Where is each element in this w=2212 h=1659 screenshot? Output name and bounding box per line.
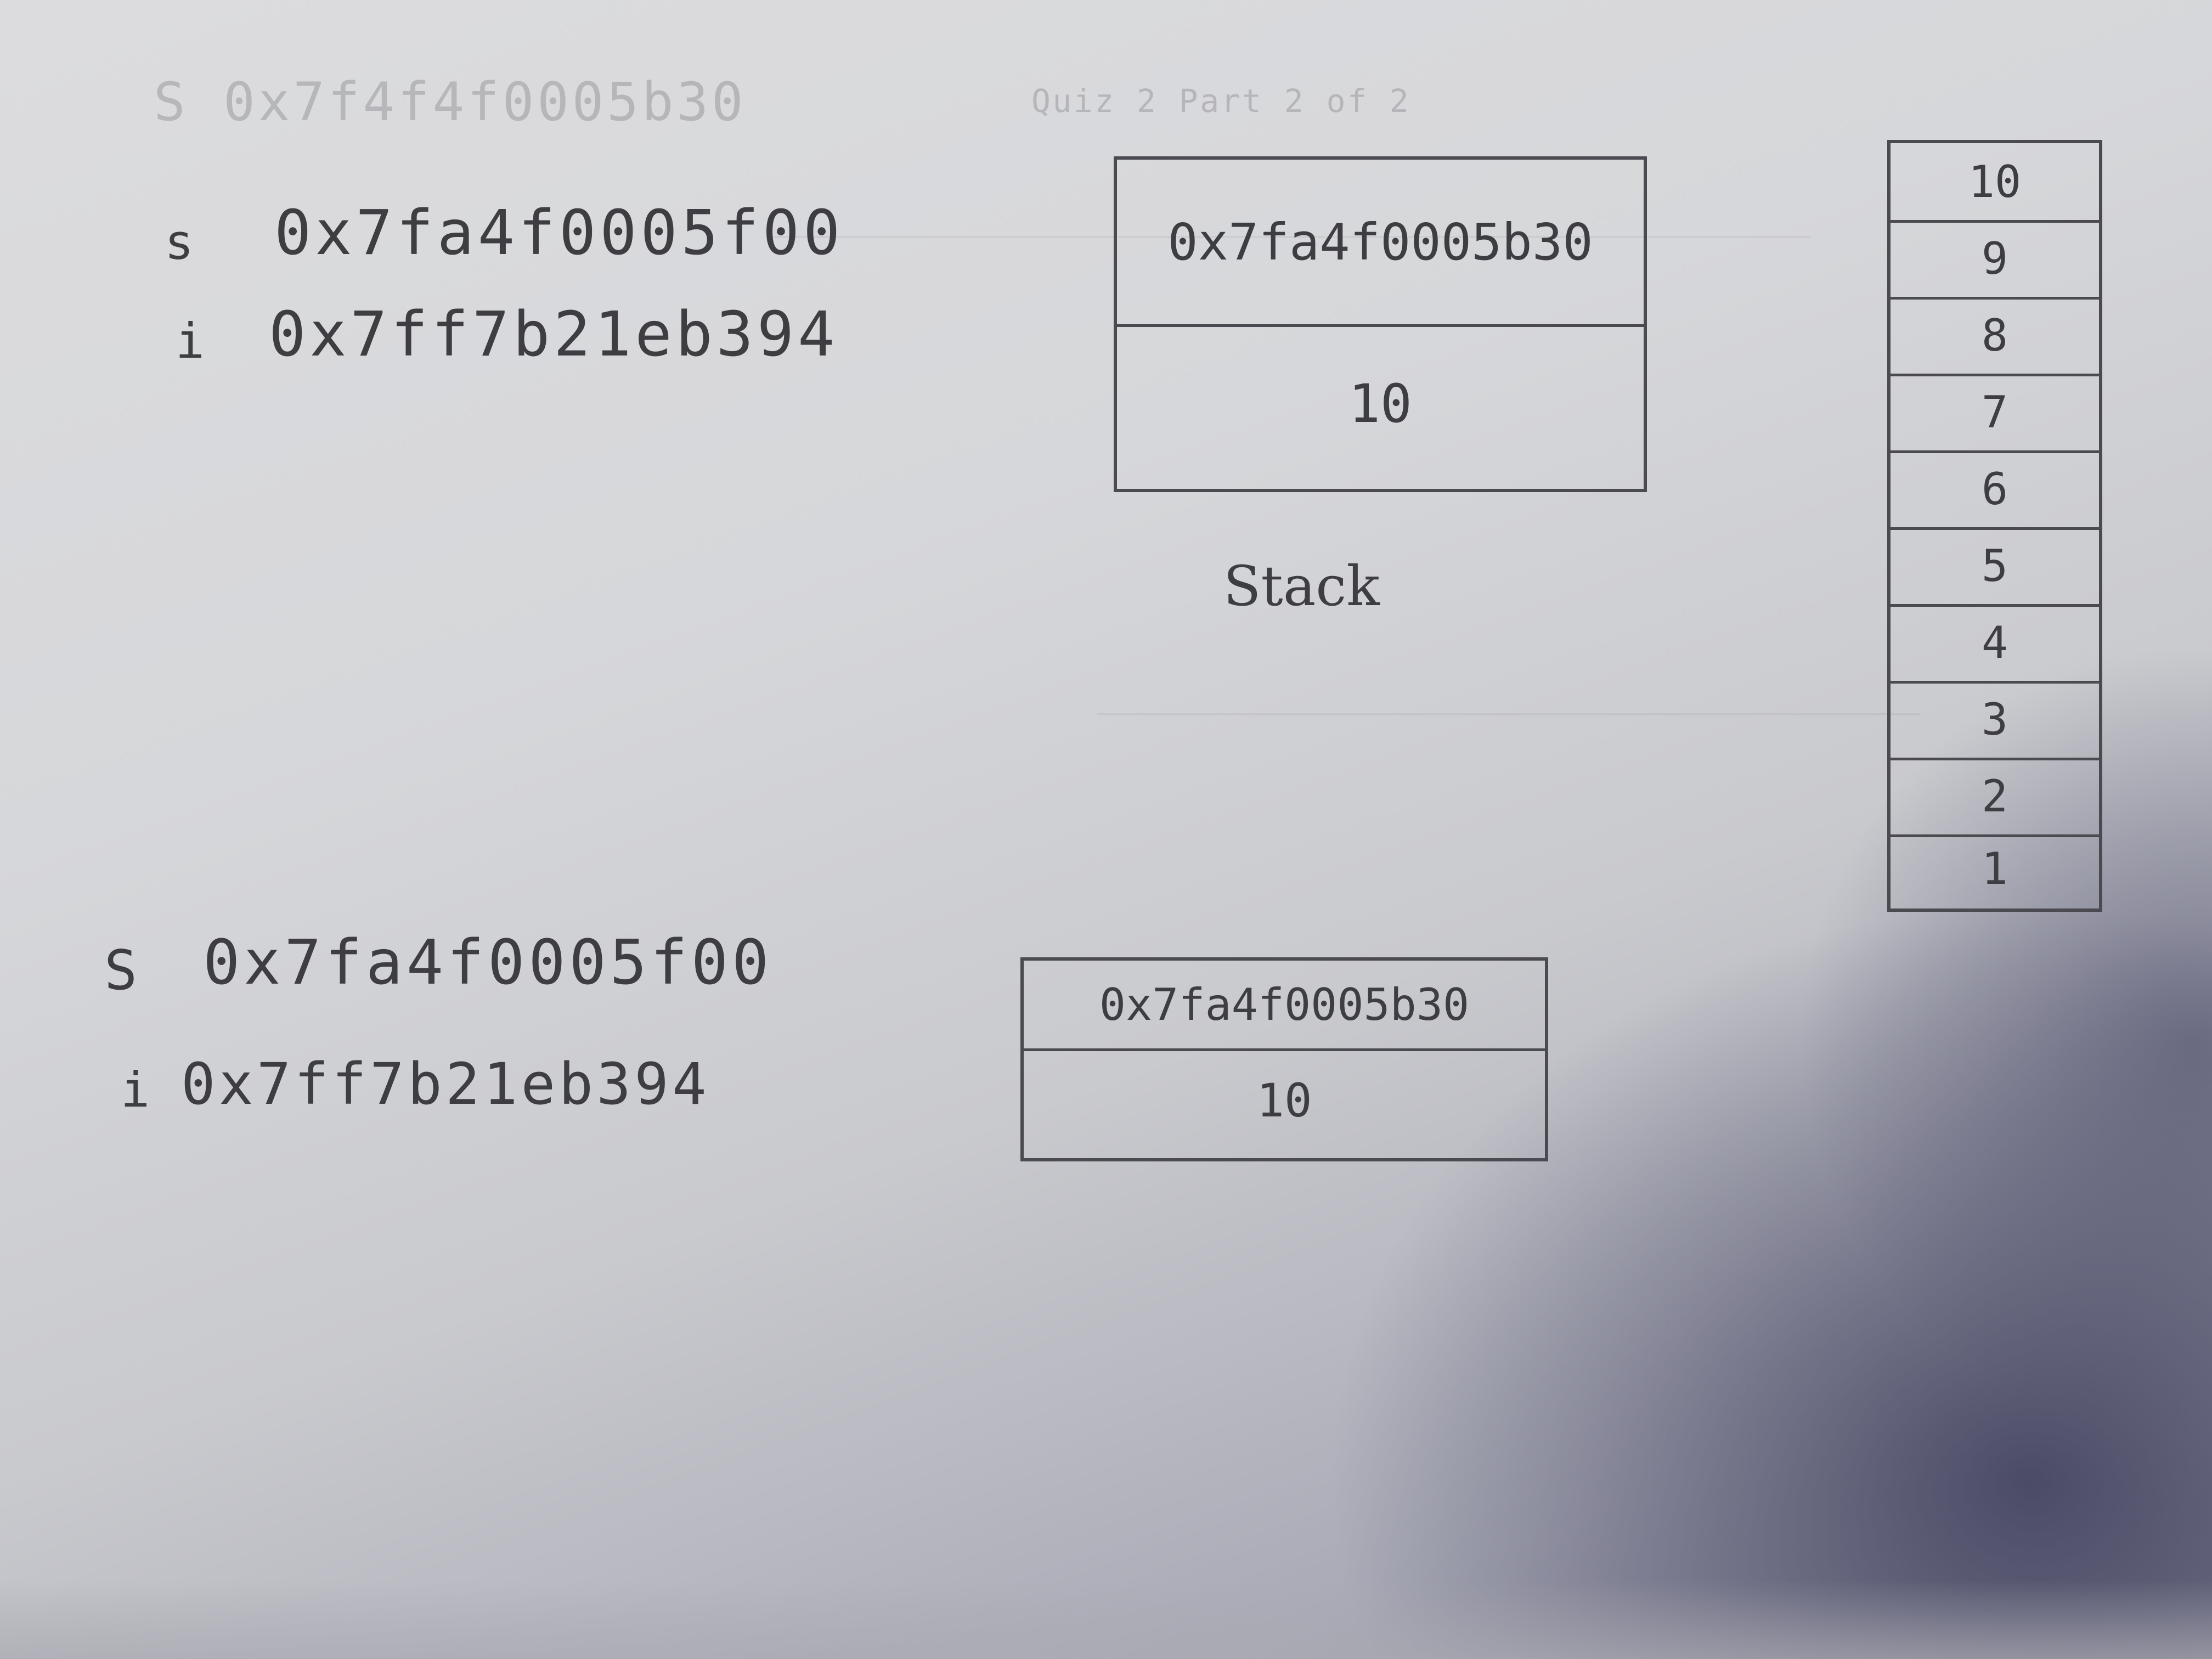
stack-diagram-bottom: 0x7fa4f0005b30 10: [1020, 957, 1548, 1161]
stack-diagram-top: 0x7fa4f0005b30 10: [1114, 156, 1647, 492]
var-i-label-bottom: i: [121, 1062, 153, 1118]
column-divider: [1891, 297, 2099, 300]
column-cell: 8: [1981, 309, 2008, 361]
column-divider: [1891, 450, 2099, 453]
column-divider: [1891, 834, 2099, 837]
faded-top-line: S 0x7f4f4f0005b30: [154, 71, 747, 133]
number-column: 10 9 8 7 6 5 4 3 2 1: [1887, 140, 2102, 912]
stack-divider: [1024, 1048, 1545, 1051]
column-cell: 10: [1968, 156, 2022, 207]
stack-cell-value: 10: [1256, 1074, 1312, 1127]
column-cell: 1: [1981, 843, 2008, 894]
var-i-address: 0x7ff7b21eb394: [269, 299, 839, 370]
column-divider: [1891, 220, 2099, 223]
column-cell: 6: [1981, 463, 2008, 515]
var-s-label: s: [165, 214, 197, 270]
column-cell: 9: [1981, 233, 2008, 284]
stack-caption: Stack: [1223, 554, 1380, 618]
column-divider: [1891, 527, 2099, 530]
stack-cell-address: 0x7fa4f0005b30: [1099, 979, 1470, 1030]
column-cell: 5: [1981, 540, 2008, 591]
page-shadow: [0, 1580, 2212, 1659]
column-cell: 3: [1981, 693, 2008, 745]
column-divider: [1891, 681, 2099, 684]
column-divider: [1891, 374, 2099, 376]
var-i-label: i: [176, 313, 208, 369]
column-cell: 4: [1981, 617, 2008, 668]
faint-rule: [768, 236, 1810, 238]
column-divider: [1891, 604, 2099, 607]
faded-header: Quiz 2 Part 2 of 2: [1031, 82, 1411, 120]
stack-cell-value: 10: [1348, 373, 1412, 435]
column-divider: [1891, 758, 2099, 760]
var-s-address: 0x7fa4f0005f00: [274, 198, 844, 269]
column-cell: 7: [1981, 386, 2008, 438]
var-s-label-bottom: S: [104, 938, 141, 1002]
stack-cell-address: 0x7fa4f0005b30: [1167, 212, 1593, 272]
var-s-address-bottom: 0x7fa4f0005f00: [203, 927, 773, 998]
faint-rule: [1097, 713, 1920, 715]
column-cell: 2: [1981, 770, 2008, 822]
stack-divider: [1117, 324, 1644, 327]
var-i-address-bottom: 0x7ff7b21eb394: [181, 1051, 710, 1118]
